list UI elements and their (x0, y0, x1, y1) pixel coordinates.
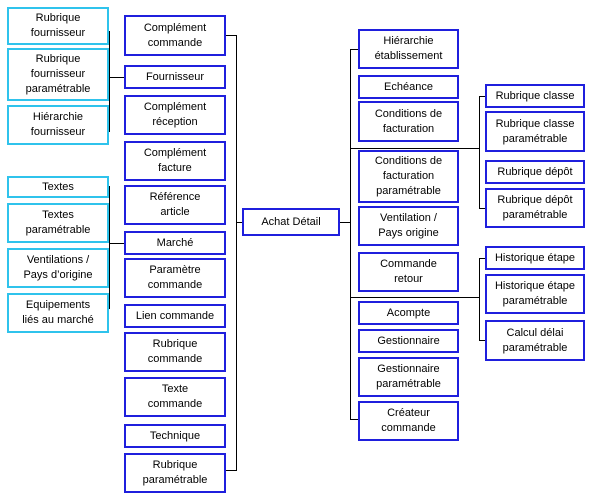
right-primary-node: Créateur commande (358, 401, 459, 441)
connector-line (479, 258, 485, 259)
left-secondary-node: Textes (7, 176, 109, 198)
right-primary-node: Acompte (358, 301, 459, 325)
connector-line (479, 340, 485, 341)
connector-line (350, 148, 480, 149)
right-secondary-node: Historique étape paramétrable (485, 274, 585, 314)
connector-line (350, 49, 351, 420)
center-node: Achat Détail (242, 208, 340, 236)
connector-line (479, 96, 485, 97)
right-primary-node: Gestionnaire paramétrable (358, 357, 459, 397)
left-secondary-node: Equipements liés au marché (7, 293, 109, 333)
left-secondary-node: Hiérarchie fournisseur (7, 105, 109, 145)
connector-line (479, 258, 480, 341)
left-secondary-node: Textes paramétrable (7, 203, 109, 243)
connector-line (479, 208, 485, 209)
connector-line (109, 31, 110, 132)
right-primary-node: Ventilation / Pays origine (358, 206, 459, 246)
connector-line (350, 297, 480, 298)
right-primary-node: Echéance (358, 75, 459, 99)
right-secondary-node: Historique étape (485, 246, 585, 270)
connector-line (236, 35, 237, 471)
left-primary-node: Complément facture (124, 141, 226, 181)
left-primary-node: Rubrique commande (124, 332, 226, 372)
right-secondary-node: Rubrique classe (485, 84, 585, 108)
connector-line (340, 222, 351, 223)
right-primary-node: Conditions de facturation paramétrable (358, 150, 459, 203)
connector-line (350, 419, 358, 420)
connector-line (109, 243, 124, 244)
left-secondary-node: Rubrique fournisseur paramétrable (7, 48, 109, 101)
left-primary-node: Fournisseur (124, 65, 226, 89)
connector-line (226, 470, 237, 471)
right-secondary-node: Rubrique classe paramétrable (485, 111, 585, 152)
left-secondary-node: Rubrique fournisseur (7, 7, 109, 45)
connector-line (350, 49, 358, 50)
right-primary-node: Gestionnaire (358, 329, 459, 353)
left-primary-node: Marché (124, 231, 226, 255)
left-secondary-node: Ventilations / Pays d’origine (7, 248, 109, 288)
left-primary-node: Complément commande (124, 15, 226, 56)
connector-line (479, 96, 480, 209)
right-primary-node: Commande retour (358, 252, 459, 292)
left-primary-node: Référence article (124, 185, 226, 225)
right-secondary-node: Calcul délai paramétrable (485, 320, 585, 361)
left-primary-node: Texte commande (124, 377, 226, 417)
right-secondary-node: Rubrique dépôt (485, 160, 585, 184)
left-primary-node: Lien commande (124, 304, 226, 328)
left-primary-node: Complément réception (124, 95, 226, 135)
left-primary-node: Technique (124, 424, 226, 448)
connector-line (226, 35, 237, 36)
connector-line (236, 222, 242, 223)
right-secondary-node: Rubrique dépôt paramétrable (485, 188, 585, 228)
connector-line (109, 186, 110, 309)
left-primary-node: Paramètre commande (124, 258, 226, 298)
right-primary-node: Hiérarchie établissement (358, 29, 459, 69)
left-primary-node: Rubrique paramétrable (124, 453, 226, 493)
right-primary-node: Conditions de facturation (358, 101, 459, 142)
connector-line (109, 77, 124, 78)
